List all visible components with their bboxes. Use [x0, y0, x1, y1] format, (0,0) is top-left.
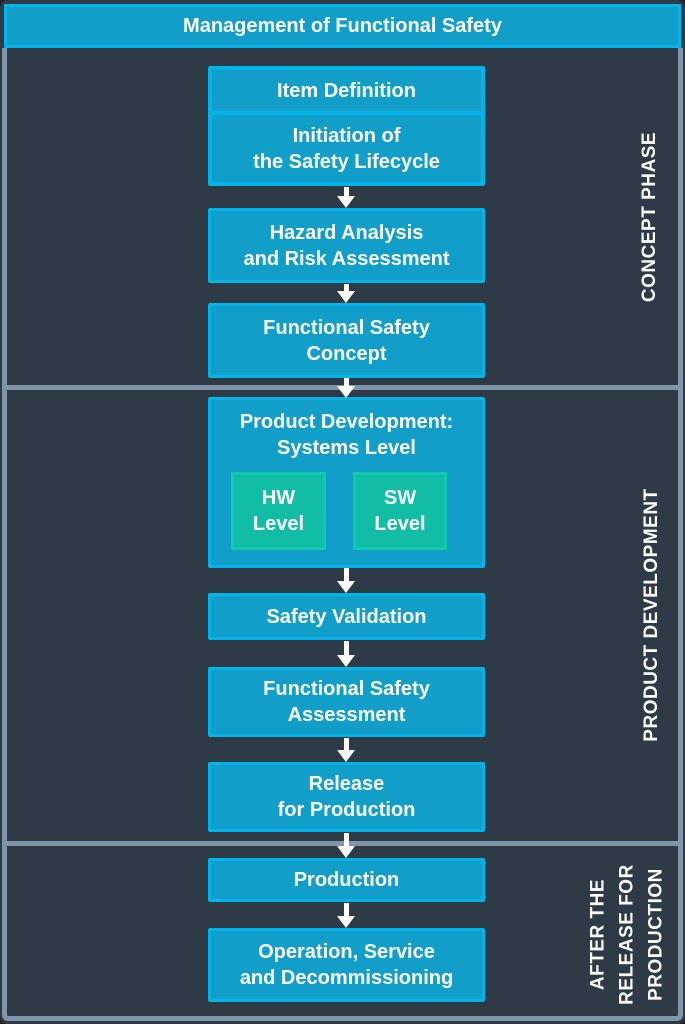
phase-label-product-development: PRODUCT DEVELOPMENT — [641, 488, 662, 742]
diagram-title-bar: Management of Functional Safety — [4, 4, 681, 48]
box-functional-safety-concept: Functional Safety Concept — [208, 303, 485, 378]
box-safety-validation: Safety Validation — [208, 593, 485, 640]
box-release-for-production-label: Release for Production — [277, 773, 416, 821]
box-product-development-systems-label: Product Development: Systems Level — [239, 411, 454, 459]
content-frame — [2, 48, 683, 1021]
arrow-down-icon — [337, 378, 355, 398]
box-functional-safety-assessment: Functional Safety Assessment — [208, 667, 485, 737]
box-operation-service-label: Operation, Service and Decommissioning — [239, 941, 454, 989]
arrow-down-icon — [337, 738, 355, 762]
box-sw-level-label: SW Level — [374, 487, 426, 535]
box-production: Production — [208, 858, 485, 902]
box-hazard-analysis: Hazard Analysis and Risk Assessment — [208, 208, 485, 283]
phase-label-concept: CONCEPT PHASE — [639, 131, 660, 303]
box-product-development-systems: Product Development: Systems Level HW Le… — [208, 397, 485, 568]
phase-divider-2 — [2, 841, 683, 846]
box-initiation: Initiation of the Safety Lifecycle — [212, 115, 481, 182]
box-hazard-analysis-label: Hazard Analysis and Risk Assessment — [243, 221, 450, 270]
arrow-down-icon — [337, 903, 355, 928]
box-group-item-initiation: Item Definition Initiation of the Safety… — [208, 66, 485, 186]
phase-label-after-release: AFTER THE RELEASE FOR PRODUCTION — [587, 864, 667, 1005]
box-safety-validation-label: Safety Validation — [266, 605, 427, 628]
box-production-label: Production — [293, 869, 400, 891]
box-functional-safety-assessment-label: Functional Safety Assessment — [263, 678, 430, 726]
arrow-down-icon — [337, 187, 355, 208]
box-sw-level: SW Level — [353, 472, 447, 550]
box-hw-level-label: HW Level — [252, 487, 305, 535]
box-operation-service: Operation, Service and Decommissioning — [208, 928, 485, 1002]
arrow-down-icon — [337, 833, 355, 858]
diagram-title: Management of Functional Safety — [183, 14, 502, 37]
box-functional-safety-concept-label: Functional Safety Concept — [263, 316, 430, 365]
arrow-down-icon — [337, 641, 355, 667]
box-initiation-label: Initiation of the Safety Lifecycle — [253, 124, 440, 173]
box-item-definition-label: Item Definition — [277, 79, 416, 102]
arrow-down-icon — [337, 568, 355, 593]
box-release-for-production: Release for Production — [208, 762, 485, 832]
box-item-definition: Item Definition — [212, 70, 481, 111]
arrow-down-icon — [337, 284, 355, 303]
box-hw-level: HW Level — [231, 472, 326, 550]
